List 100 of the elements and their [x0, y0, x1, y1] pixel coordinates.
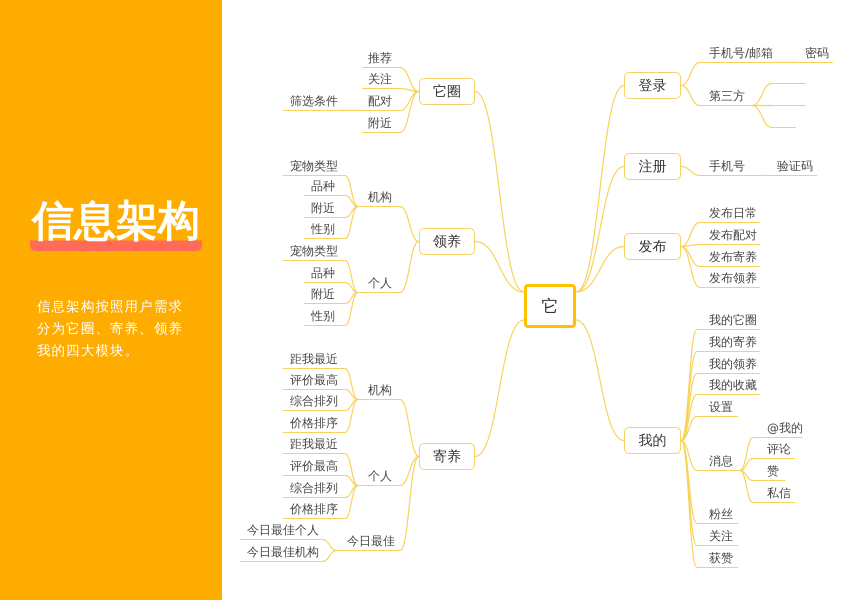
- topic-label: 附近: [362, 114, 400, 133]
- topic-label: 我的它圈: [697, 311, 760, 330]
- topic-label: 个人: [358, 467, 400, 486]
- connector-line: [344, 474, 358, 486]
- connector-line: [680, 351, 698, 441]
- topic-label: 评价最高: [283, 371, 345, 390]
- connector-line: [344, 206, 358, 218]
- topic-label: 机构: [358, 381, 400, 400]
- topic-box: 寄养: [419, 443, 475, 470]
- connector-line: [474, 91, 524, 292]
- topic-label: 距我最近: [283, 435, 345, 454]
- connector-line: [322, 550, 338, 562]
- connector-line: [344, 292, 358, 326]
- connector-line: [680, 440, 698, 524]
- topic-box: 它圈: [419, 78, 475, 105]
- connector-line: [680, 84, 700, 106]
- topic-label: 手机号: [700, 157, 762, 176]
- connector-line: [680, 244, 700, 248]
- connector-line: [576, 246, 624, 293]
- topic-label: 第三方: [700, 87, 752, 106]
- branch-line: [772, 82, 806, 84]
- topic-label: 价格排序: [283, 414, 345, 433]
- topic-label: 关注: [697, 527, 738, 546]
- connector-line: [474, 240, 524, 293]
- topic-label: 验证码: [770, 157, 817, 176]
- connector-line: [400, 88, 420, 92]
- connector-line: [576, 85, 624, 292]
- connector-line: [752, 104, 772, 128]
- topic-label: 我的寄养: [697, 333, 760, 352]
- topic-label: 价格排序: [283, 500, 345, 519]
- topic-label: 发布日常: [700, 204, 760, 223]
- connector-line: [344, 368, 358, 400]
- topic-label: 距我最近: [283, 350, 345, 369]
- connector-line: [776, 62, 797, 64]
- topic-label: 发布领养: [700, 269, 760, 288]
- topic-label: 性别: [304, 307, 345, 326]
- connector-line: [344, 206, 358, 240]
- topic-box: 注册: [624, 153, 681, 180]
- connector-line: [400, 456, 420, 551]
- topic-label: 设置: [697, 398, 738, 417]
- topic-label: 筛选条件: [283, 92, 340, 111]
- connector-line: [344, 484, 358, 498]
- connector-line: [752, 82, 772, 106]
- connector-line: [762, 174, 770, 176]
- topic-label: 我的领养: [697, 355, 760, 374]
- connector-line: [740, 470, 754, 504]
- connector-line: [740, 470, 754, 482]
- connector-line: [680, 246, 700, 288]
- topic-label: @我的: [753, 419, 803, 438]
- connector-line: [344, 292, 358, 304]
- connector-line: [400, 66, 420, 92]
- connector-line: [400, 90, 420, 134]
- connector-line: [344, 388, 358, 400]
- topic-label: 消息: [697, 452, 740, 471]
- connector-line: [680, 440, 698, 568]
- connector-line: [752, 104, 772, 106]
- topic-label: 今日最佳机构: [240, 543, 322, 562]
- topic-box: 我的: [624, 427, 681, 454]
- connector-line: [680, 440, 698, 472]
- topic-label: 综合排列: [283, 392, 345, 411]
- topic-label: 密码: [797, 44, 833, 63]
- connector-line: [400, 398, 420, 458]
- topic-label: 宠物类型: [283, 157, 345, 176]
- topic-label: 附近: [304, 285, 345, 304]
- connector-line: [576, 319, 624, 442]
- topic-label: 发布寄养: [700, 248, 760, 267]
- topic-label: 粉丝: [697, 505, 738, 524]
- connector-line: [400, 90, 420, 112]
- branch-line: [772, 126, 796, 128]
- connector-line: [344, 452, 358, 486]
- topic-label: 评价最高: [283, 457, 345, 476]
- topic-label: 关注: [362, 70, 400, 89]
- connector-line: [344, 398, 358, 412]
- topic-label: 发布配对: [700, 226, 760, 245]
- connector-line: [680, 440, 698, 546]
- topic-label: 附近: [304, 199, 345, 218]
- connector-line: [340, 110, 362, 112]
- connector-line: [344, 398, 358, 434]
- topic-label: 机构: [358, 188, 400, 207]
- description-text: 信息架构按照用户需求分为它圈、寄养、领养我的四大模块。: [37, 298, 184, 361]
- topic-label: 个人: [358, 274, 400, 293]
- topic-label: 今日最佳: [337, 532, 400, 551]
- topic-label: 配对: [362, 92, 400, 111]
- connector-line: [344, 194, 358, 208]
- branch-line: [772, 104, 806, 106]
- topic-box: 登录: [624, 72, 681, 99]
- topic-label: 今日最佳个人: [240, 521, 322, 540]
- topic-label: 综合排列: [283, 479, 345, 498]
- connector-line: [680, 246, 700, 268]
- topic-label: 性别: [304, 220, 345, 239]
- connector-line: [680, 416, 698, 442]
- topic-label: 获赞: [697, 549, 738, 568]
- connector-line: [680, 222, 700, 248]
- page-title: 信息架构: [30, 197, 202, 251]
- topic-label: 赞: [753, 462, 785, 481]
- topic-box: 发布: [624, 233, 681, 260]
- connector-line: [680, 166, 700, 176]
- topic-label: 私信: [753, 484, 795, 503]
- connector-line: [344, 174, 358, 208]
- connector-line: [344, 484, 358, 520]
